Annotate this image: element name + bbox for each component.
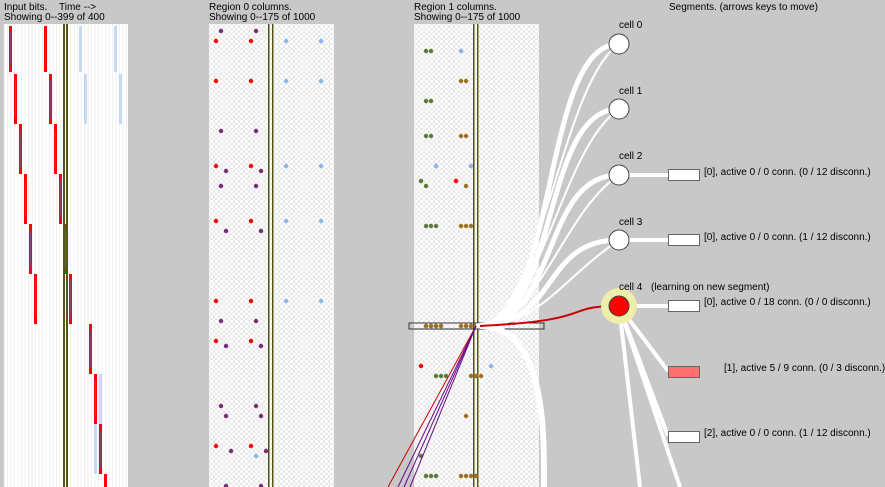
segment-box-cell4-1-active[interactable] [668,366,700,378]
segment-text-cell4-2: [2], active 0 / 0 conn. (1 / 12 disconn.… [704,428,871,439]
segment-box-cell3-0[interactable] [668,234,700,246]
cell-0-label: cell 0 [619,20,643,31]
cell-4-label: cell 4 [619,282,643,293]
region0-columns-grid[interactable] [209,24,334,487]
segment-box-cell2-0[interactable] [668,169,700,181]
input-panel-range: Showing 0--399 of 400 [4,12,105,23]
segment-text-cell3-0: [0], active 0 / 0 conn. (1 / 12 disconn.… [704,232,871,243]
cell-4-note: (learning on new segment) [651,282,770,293]
region0-title: Region 0 columns. [209,2,292,13]
segment-text-cell4-1: [1], active 5 / 9 conn. (0 / 3 disconn.) [724,363,885,374]
cell-0-node[interactable] [608,33,630,55]
segment-links [387,41,682,487]
region1-columns-grid[interactable] [408,24,545,487]
segment-text-cell2-0: [0], active 0 / 0 conn. (0 / 12 disconn.… [704,167,871,178]
region1-title: Region 1 columns. [414,2,497,13]
region0-range: Showing 0--175 of 1000 [209,12,316,23]
cell-2-label: cell 2 [619,151,643,162]
segments-title: Segments. (arrows keys to move) [669,2,818,13]
cells-column [601,33,637,324]
input-bits-grid[interactable] [3,24,128,487]
time-axis-label: Time --> [59,2,97,13]
cell-2-node[interactable] [608,164,630,186]
input-panel-title: Input bits. [4,2,48,13]
cell-1-label: cell 1 [619,86,643,97]
cell-3-node[interactable] [608,229,630,251]
segment-text-cell4-0: [0], active 0 / 18 conn. (0 / 0 disconn.… [704,297,871,308]
cell-1-node[interactable] [608,98,630,120]
cell-3-label: cell 3 [619,217,643,228]
region1-range: Showing 0--175 of 1000 [414,12,521,23]
segment-box-cell4-0[interactable] [668,300,700,312]
segment-box-cell4-2[interactable] [668,431,700,443]
cell-4-node-active[interactable] [608,295,630,317]
